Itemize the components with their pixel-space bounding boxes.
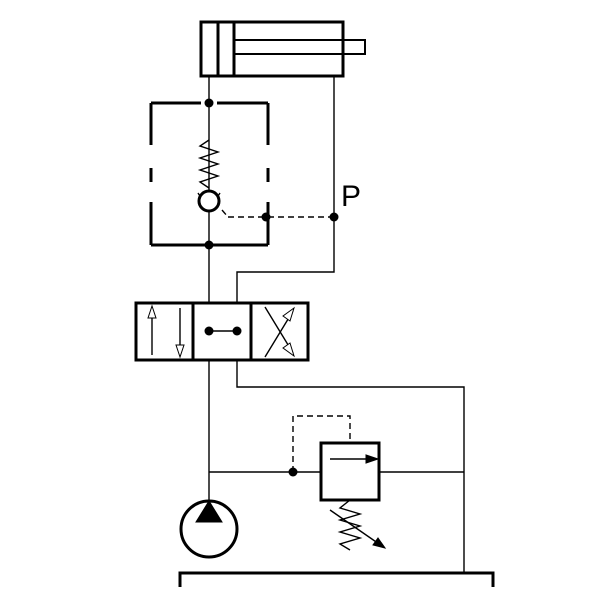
arrow-up-icon (147, 304, 157, 319)
arrow-down-icon (175, 344, 185, 359)
relief-pilot-line (292, 415, 351, 472)
junction-dot (204, 98, 214, 108)
hydraulic-pump (179, 499, 239, 559)
pilot-check-valve (149, 101, 334, 247)
check-valve-spring (197, 139, 221, 189)
pilot-line-diagonal (221, 209, 229, 218)
cross-arrow-down-icon (282, 342, 295, 358)
pump-direction-icon (195, 500, 223, 523)
adjustable-arrow-line (329, 509, 383, 547)
pressure-point-label: P (341, 180, 361, 213)
pressure-relief-valve (319, 441, 387, 551)
junction-dot (204, 240, 214, 250)
cylinder-rod (233, 39, 366, 55)
relief-flow-arrow-icon (365, 454, 380, 464)
hydraulic-cylinder (199, 20, 366, 78)
junction-dot (204, 326, 214, 336)
directional-control-valve (134, 301, 310, 362)
tank-reservoir (178, 571, 495, 587)
check-valve-ball (197, 189, 221, 213)
return-line (236, 360, 465, 572)
adjustable-arrow-icon (372, 537, 387, 549)
relief-spring (337, 499, 363, 551)
relief-valve-body (319, 441, 381, 502)
junction-dot (261, 212, 271, 222)
cross-arrow-up-icon (282, 306, 295, 322)
cylinder-barrel (199, 20, 345, 78)
junction-dot (232, 326, 242, 336)
rod-side-line (236, 76, 335, 303)
